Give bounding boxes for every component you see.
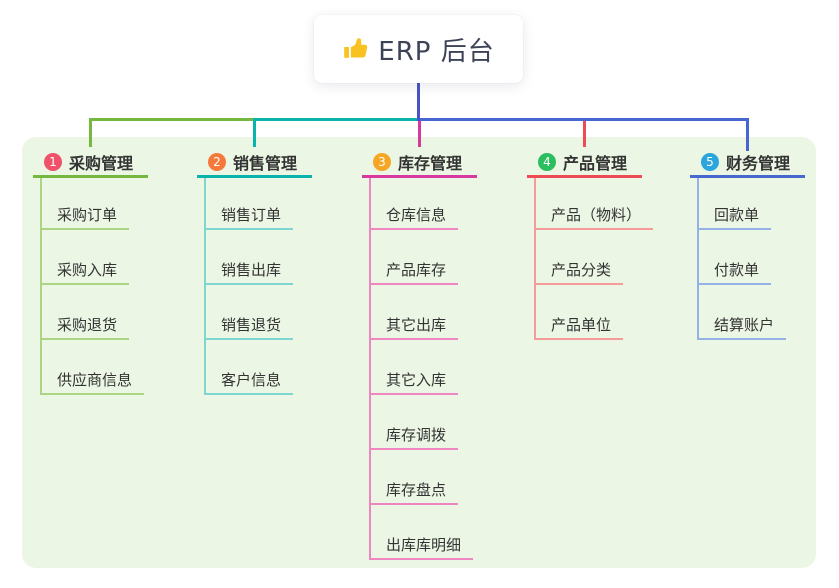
drop-line-branch-1 (89, 118, 92, 147)
thumbs-up-icon (342, 36, 368, 62)
branch-3-child-4[interactable]: 其它入库 (369, 367, 459, 395)
branch-1-child-2[interactable]: 采购入库 (40, 257, 130, 285)
branch-label: 产品管理 (563, 153, 628, 173)
branch-number-badge: 4 (538, 152, 556, 171)
branch-3-child-1[interactable]: 仓库信息 (369, 202, 459, 230)
branch-4-child-2[interactable]: 产品分类 (534, 257, 624, 285)
branch-header-5[interactable]: 5 财务管理 (690, 148, 805, 178)
branch-1-child-3[interactable]: 采购退货 (40, 312, 130, 340)
branch-number-badge: 3 (373, 152, 391, 171)
root-node-erp[interactable]: ERP 后台 (314, 15, 523, 83)
branch-2-child-4[interactable]: 客户信息 (204, 367, 294, 395)
branch-spine (204, 178, 206, 395)
horizontal-line-left-green (89, 118, 253, 121)
horizontal-line-left-teal (253, 118, 419, 121)
branch-3-child-2[interactable]: 产品库存 (369, 257, 459, 285)
branch-2-child-1[interactable]: 销售订单 (204, 202, 294, 230)
branches-background-panel (22, 137, 816, 568)
branch-number-badge: 2 (208, 152, 226, 171)
drop-line-branch-2 (253, 118, 256, 147)
branch-number-badge: 1 (44, 152, 62, 171)
branch-4-child-3[interactable]: 产品单位 (534, 312, 624, 340)
drop-line-branch-3 (418, 121, 421, 147)
root-vertical-line (417, 83, 420, 121)
drop-line-branch-5 (746, 118, 749, 151)
branch-2-child-3[interactable]: 销售退货 (204, 312, 294, 340)
branch-spine (534, 178, 536, 340)
branch-header-1[interactable]: 1 采购管理 (33, 148, 148, 178)
branch-5-child-1[interactable]: 回款单 (697, 202, 772, 230)
branch-3-child-3[interactable]: 其它出库 (369, 312, 459, 340)
branch-label: 采购管理 (69, 153, 134, 173)
branch-label: 库存管理 (398, 153, 463, 173)
branch-3-child-7[interactable]: 出库库明细 (369, 532, 474, 560)
branch-3-child-5[interactable]: 库存调拨 (369, 422, 459, 450)
branch-number-badge: 5 (701, 152, 719, 171)
branch-header-4[interactable]: 4 产品管理 (527, 148, 642, 178)
branch-header-2[interactable]: 2 销售管理 (197, 148, 312, 178)
branch-1-child-4[interactable]: 供应商信息 (40, 367, 145, 395)
branch-header-3[interactable]: 3 库存管理 (362, 148, 477, 178)
branch-label: 销售管理 (233, 153, 298, 173)
branch-spine (369, 178, 371, 560)
branch-1-child-1[interactable]: 采购订单 (40, 202, 130, 230)
branch-spine (697, 178, 699, 340)
drop-line-branch-4 (583, 121, 586, 147)
horizontal-line-right-blue (417, 118, 749, 121)
root-node-label: ERP 后台 (378, 36, 495, 67)
branch-spine (40, 178, 42, 395)
branch-2-child-2[interactable]: 销售出库 (204, 257, 294, 285)
branch-label: 财务管理 (726, 153, 791, 173)
branch-4-child-1[interactable]: 产品（物料） (534, 202, 654, 230)
branch-5-child-3[interactable]: 结算账户 (697, 312, 787, 340)
branch-5-child-2[interactable]: 付款单 (697, 257, 772, 285)
branch-3-child-6[interactable]: 库存盘点 (369, 477, 459, 505)
